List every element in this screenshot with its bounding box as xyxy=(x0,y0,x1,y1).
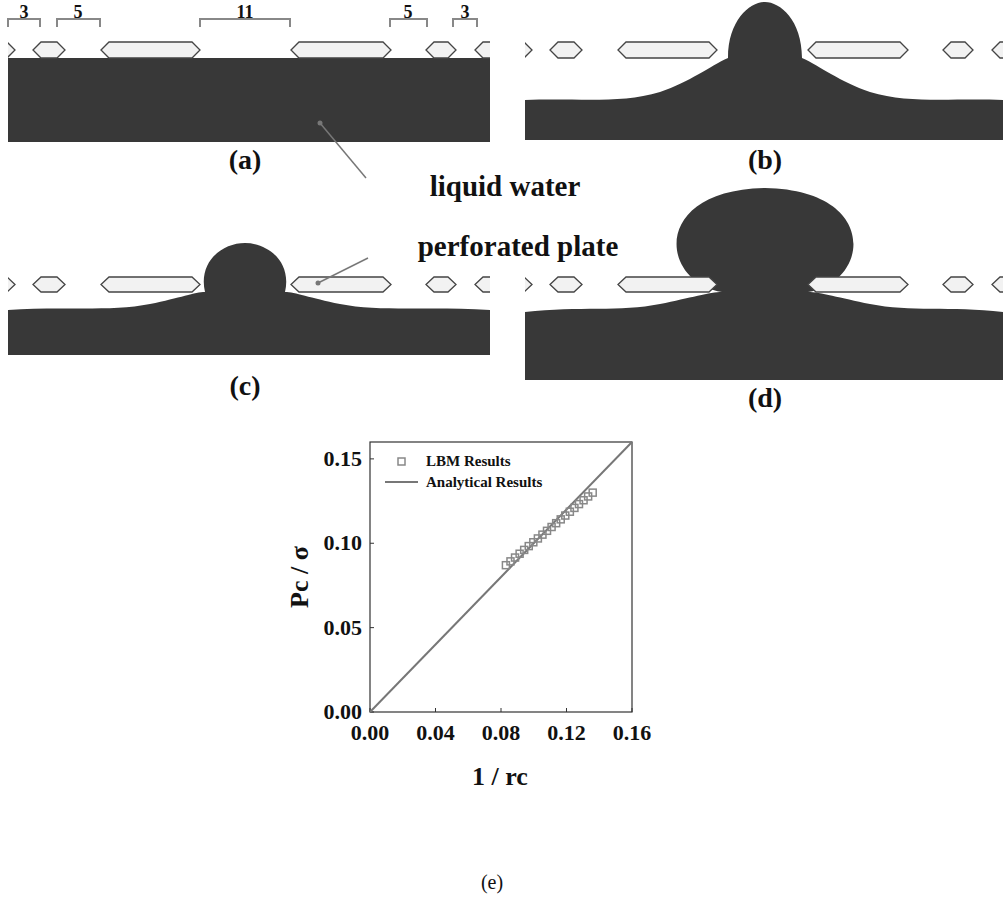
leader-dot xyxy=(316,281,321,286)
dimension-label: 5 xyxy=(404,3,413,21)
plate-row xyxy=(8,42,490,58)
tick-label: 0.12 xyxy=(547,722,586,744)
plate-segment xyxy=(426,42,456,58)
plate-segment xyxy=(808,42,908,58)
legend-line xyxy=(385,481,418,483)
plot-frame xyxy=(370,442,632,712)
leader-line xyxy=(318,258,368,283)
part-label: liquid water xyxy=(430,172,581,201)
legend-marker xyxy=(398,458,405,465)
tick-label: 0.05 xyxy=(324,617,363,639)
plate-row xyxy=(525,277,1003,292)
plate-segment xyxy=(475,277,490,292)
tick-label: 0.04 xyxy=(416,722,455,744)
plate-segment xyxy=(291,42,391,58)
plate-segment xyxy=(101,42,200,58)
axis-title: Pc / σ xyxy=(287,546,313,608)
dimension-label: 11 xyxy=(236,3,253,21)
dimension-label: 5 xyxy=(74,3,83,21)
plate-segment xyxy=(33,42,65,58)
panel-label: (a) xyxy=(229,146,262,174)
plate-segment xyxy=(550,277,582,292)
plate-segment xyxy=(943,42,973,58)
dimension-label: 3 xyxy=(461,3,470,21)
plate-segment xyxy=(426,277,456,292)
plate-row xyxy=(525,42,1003,58)
panel-label: (b) xyxy=(748,146,782,174)
liquid-water xyxy=(8,2,1003,380)
tick-label: 0.15 xyxy=(324,448,363,470)
plate-segment xyxy=(475,42,490,58)
plate-segment xyxy=(525,277,532,292)
panel-label: (c) xyxy=(229,372,260,400)
plate-row xyxy=(8,277,490,292)
dimension-label: 3 xyxy=(20,3,29,21)
chart xyxy=(370,442,632,712)
legend-label: LBM Results xyxy=(426,454,511,469)
plate-segment xyxy=(8,42,15,58)
tick-label: 0.00 xyxy=(351,722,390,744)
plate-segment xyxy=(808,277,908,292)
plate-segment xyxy=(291,277,391,292)
lbm-marker xyxy=(589,489,596,496)
plate-segment xyxy=(943,277,973,292)
tick-label: 0.00 xyxy=(324,701,363,723)
plate-segment xyxy=(618,42,717,58)
axis-title: 1 / rc xyxy=(472,764,528,790)
tick-label: 0.16 xyxy=(613,722,652,744)
analytical-line xyxy=(370,442,632,712)
figure-caption: (e) xyxy=(481,872,503,892)
leader-line xyxy=(320,123,366,178)
axis-tick xyxy=(632,708,633,712)
leader-dot xyxy=(318,121,323,126)
perforated-plate xyxy=(0,42,1003,292)
axis-tick xyxy=(435,708,436,712)
axis-tick xyxy=(370,543,374,544)
tick-label: 0.08 xyxy=(482,722,521,744)
plate-segment xyxy=(992,277,1003,292)
plate-segment xyxy=(525,42,532,58)
axis-tick xyxy=(566,708,567,712)
plate-segment xyxy=(33,277,65,292)
plate-segment xyxy=(8,277,15,292)
part-label: perforated plate xyxy=(418,232,619,261)
axis-tick xyxy=(370,458,374,459)
axis-tick xyxy=(501,708,502,712)
plate-segment xyxy=(101,277,200,292)
plate-segment xyxy=(618,277,717,292)
plate-segment xyxy=(992,42,1003,58)
legend-label: Analytical Results xyxy=(426,475,542,490)
plate-segment xyxy=(550,42,582,58)
tick-label: 0.10 xyxy=(324,532,363,554)
axis-tick xyxy=(370,627,374,628)
panel-label: (d) xyxy=(748,384,782,412)
